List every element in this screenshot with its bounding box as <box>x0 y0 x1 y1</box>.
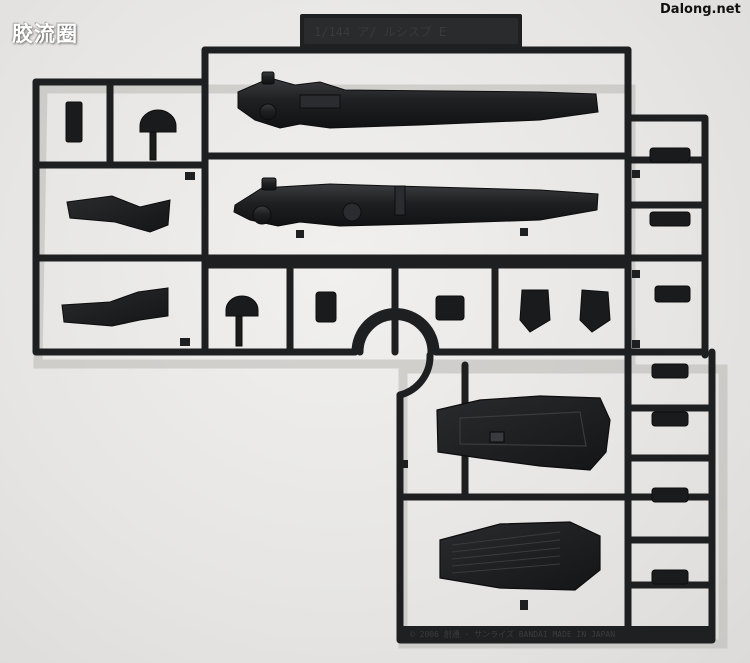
runner-tag: 1/144 ア/ ルシスブ E <box>300 14 522 48</box>
small-part-helmet-mid <box>225 295 259 347</box>
armor-part-left-upper <box>66 195 171 233</box>
right-column-small-parts <box>649 147 691 585</box>
runner-footer-label: © 2006 創通 · サンライズ BANDAI MADE IN JAPAN <box>410 629 615 639</box>
small-part-helmet-top <box>139 109 177 161</box>
shield-part-upper <box>436 395 611 471</box>
runner-shadow <box>33 84 728 649</box>
small-part-cap-b <box>579 289 611 333</box>
runner-frame <box>32 46 716 644</box>
shield-part-lower <box>439 521 601 591</box>
sprue-gates <box>180 170 640 610</box>
small-part-cap-a <box>519 289 551 333</box>
watermark-left: 胶流圈 <box>12 22 78 46</box>
gun-barrel-part-lower <box>233 177 599 227</box>
gun-barrel-part-upper <box>237 71 599 129</box>
small-part-joint-b <box>435 295 465 321</box>
runner-tag-label: 1/144 ア/ ルシスブ E <box>314 24 446 39</box>
small-part-block-top <box>65 101 83 143</box>
runner-footer-strip: © 2006 創通 · サンライズ BANDAI MADE IN JAPAN <box>400 626 712 642</box>
armor-part-left-lower <box>61 287 169 327</box>
small-part-joint-a <box>315 291 337 323</box>
watermark-right: Dalong.net <box>660 2 741 17</box>
